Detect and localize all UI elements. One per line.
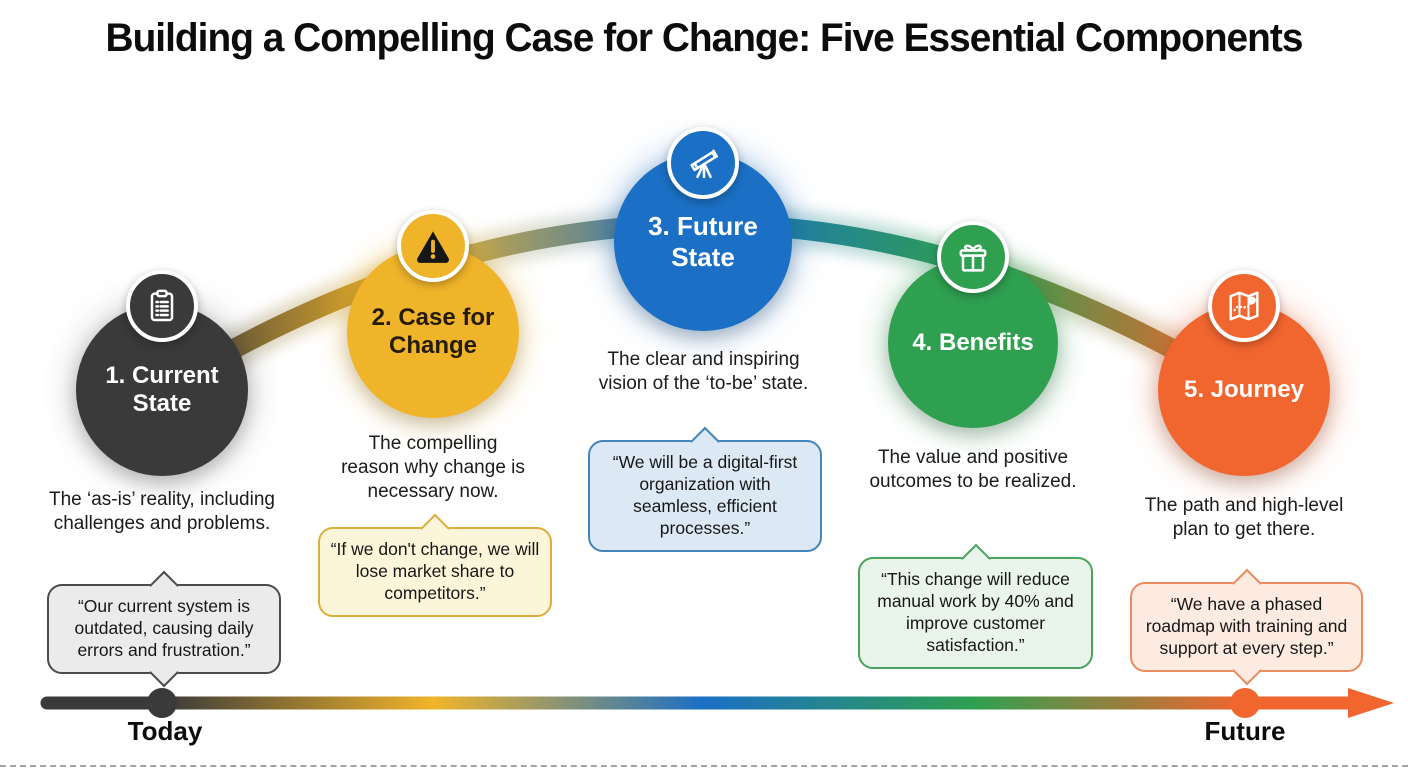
timeline-start-label: Today <box>127 716 203 746</box>
quote-text: “Our current system is outdated, causing… <box>74 596 254 660</box>
step-label: 4. Benefits <box>912 328 1034 356</box>
page-title: Building a Compelling Case for Change: F… <box>105 16 1304 60</box>
telescope-icon <box>690 149 719 179</box>
step-description: The value and positive outcomes to be re… <box>869 447 1077 492</box>
gift-icon <box>959 244 987 272</box>
quote-text: “If we don't change, we will lose market… <box>330 539 540 603</box>
step-icon-badge <box>667 127 739 199</box>
step-icon-badge <box>1208 270 1280 342</box>
step-icon-badge <box>397 210 469 282</box>
warning-icon <box>417 231 449 263</box>
quote-text: “We have a phased roadmap with training … <box>1145 594 1348 658</box>
step-description: The ‘as-is’ reality, including challenge… <box>49 489 275 534</box>
quote-text: “We will be a digital-first organization… <box>612 452 798 538</box>
step-label: 3. Future State <box>648 211 758 272</box>
bottom-dashed-line <box>0 765 1408 767</box>
step-description: The compelling reason why change is nece… <box>341 433 525 502</box>
quote-bubble: “We will be a digital-first organization… <box>588 426 822 552</box>
step-circle-current-state: 1. Current State <box>76 304 248 476</box>
step-icon-badge <box>126 270 198 342</box>
quote-text: “This change will reduce manual work by … <box>877 569 1074 655</box>
quote-bubble: “If we don't change, we will lose market… <box>318 513 552 617</box>
step-description: The clear and inspiring vision of the ‘t… <box>598 349 809 394</box>
quote-bubble: “We have a phased roadmap with training … <box>1130 568 1363 685</box>
timeline-arrowhead-icon <box>1348 688 1394 718</box>
map-icon <box>1229 291 1259 321</box>
clipboard-icon <box>150 289 174 322</box>
step-circle-benefits: 4. Benefits <box>888 258 1058 428</box>
timeline-future-dot <box>1230 688 1260 718</box>
timeline-end-label: Future <box>1204 716 1286 746</box>
timeline-today-dot <box>147 688 177 718</box>
step-label: 1. Current State <box>105 361 219 417</box>
quote-bubble: “Our current system is outdated, causing… <box>47 570 281 687</box>
quote-bubble: “This change will reduce manual work by … <box>858 543 1093 669</box>
step-icon-badge <box>937 221 1009 293</box>
step-description: The path and high-level plan to get ther… <box>1144 495 1344 540</box>
step-label: 5. Journey <box>1183 375 1305 403</box>
step-label: 2. Case for Change <box>371 303 495 359</box>
